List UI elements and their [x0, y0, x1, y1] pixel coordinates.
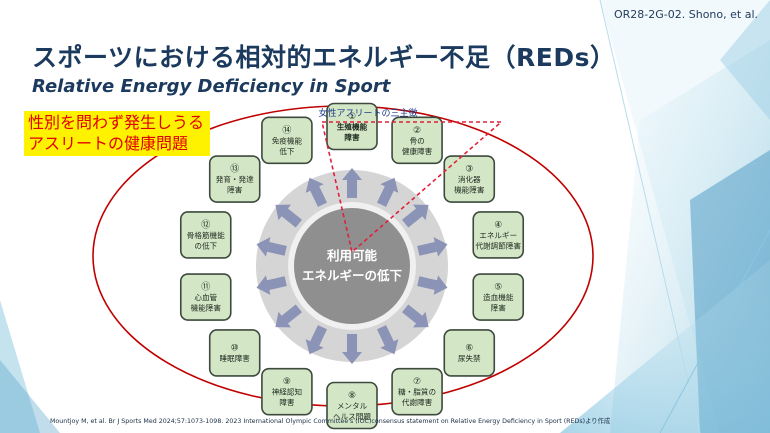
item-label: メンタル — [337, 402, 368, 411]
item-number: ⑬ — [230, 164, 239, 175]
item-label: 代謝調節障害 — [475, 240, 521, 250]
health-issue-box — [179, 273, 232, 321]
highlight-callout: 性別を問わず発生しうる アスリートの健康問題 — [24, 111, 211, 156]
item-label: の低下 — [194, 240, 217, 250]
health-issue-box — [208, 329, 261, 377]
item-label: 障害 — [491, 303, 507, 313]
center-label-line1: 利用可能 — [327, 248, 378, 263]
outward-arrow — [256, 275, 287, 295]
center-circle — [294, 208, 410, 324]
health-issue-box — [443, 155, 496, 203]
health-issue-box — [472, 211, 525, 259]
outward-arrow — [417, 275, 448, 295]
health-issue-box — [391, 116, 443, 165]
slide-title: スポーツにおける相対的エネルギー不足（REDs） — [32, 43, 616, 72]
outward-arrow — [305, 325, 327, 355]
health-issue-box — [391, 367, 443, 416]
health-issue-box — [472, 273, 525, 321]
item-label: 機能障害 — [454, 185, 485, 195]
outward-arrow — [377, 177, 399, 207]
item-label: 神経認知 — [272, 387, 302, 397]
item-label: 免疫機能 — [272, 135, 303, 145]
item-label: 糖・脂質の — [398, 387, 436, 397]
item-number: ① — [348, 112, 356, 122]
item-label: 健康障害 — [402, 146, 433, 156]
item-number: ⑧ — [348, 391, 356, 401]
outward-arrow — [377, 325, 399, 355]
item-number: ③ — [465, 165, 473, 175]
outward-arrow — [275, 304, 302, 328]
health-issue-box — [261, 116, 313, 165]
item-label: 障害 — [227, 185, 243, 195]
item-number: ⑨ — [283, 377, 291, 387]
item-label: 尿失禁 — [458, 353, 481, 363]
outward-arrow — [342, 168, 362, 198]
item-label: 骨格筋機能 — [187, 230, 225, 240]
item-label: 睡眠障害 — [220, 353, 251, 363]
item-label: エネルギー — [479, 231, 517, 240]
outward-arrow — [342, 334, 362, 364]
item-number: ⑥ — [465, 344, 473, 354]
item-label: 障害 — [279, 397, 295, 407]
outward-arrow — [402, 204, 429, 228]
item-label: 障害 — [344, 132, 360, 142]
item-label: 骨の — [409, 136, 424, 145]
outward-arrow — [417, 237, 448, 257]
item-label: ヘルス問題 — [333, 412, 371, 421]
slide-subtitle: Relative Energy Deficiency in Sport — [32, 76, 391, 97]
health-issue-box — [179, 211, 232, 259]
health-issue-box — [261, 367, 313, 416]
health-issue-box — [326, 381, 378, 430]
item-number: ④ — [494, 220, 502, 230]
triad-triangle — [320, 121, 504, 254]
item-label: 機能障害 — [191, 303, 222, 313]
health-issue-box — [326, 102, 378, 151]
health-issue-box — [208, 155, 261, 203]
item-label: 消化器 — [458, 174, 481, 184]
item-number: ② — [413, 126, 421, 136]
item-number: ⑭ — [282, 125, 291, 136]
item-number: ⑫ — [201, 219, 210, 230]
item-number: ⑦ — [413, 377, 421, 387]
outward-arrow — [256, 237, 287, 257]
citation: Mountjoy M, et al. Br J Sports Med 2024;… — [50, 418, 611, 425]
triad-label: 女性アスリートの三主徴 — [318, 107, 417, 119]
center-label-line2: エネルギーの低下 — [302, 268, 403, 283]
item-number: ⑤ — [494, 283, 502, 293]
item-label: 心血管 — [194, 292, 217, 302]
reference-code: OR28-2G-02. Shono, et al. — [614, 8, 758, 21]
item-label: 代謝障害 — [402, 397, 433, 407]
item-label: 発育・発達 — [216, 174, 254, 184]
item-number: ⑩ — [231, 344, 239, 354]
health-issue-box — [443, 329, 496, 377]
item-number: ⑪ — [201, 282, 210, 293]
item-label: 生殖機能 — [337, 122, 368, 132]
outward-arrow — [402, 304, 429, 328]
outward-arrow — [275, 204, 302, 228]
item-label: 造血機能 — [483, 292, 514, 302]
item-label: 低下 — [279, 146, 295, 156]
outward-arrow — [305, 177, 327, 207]
